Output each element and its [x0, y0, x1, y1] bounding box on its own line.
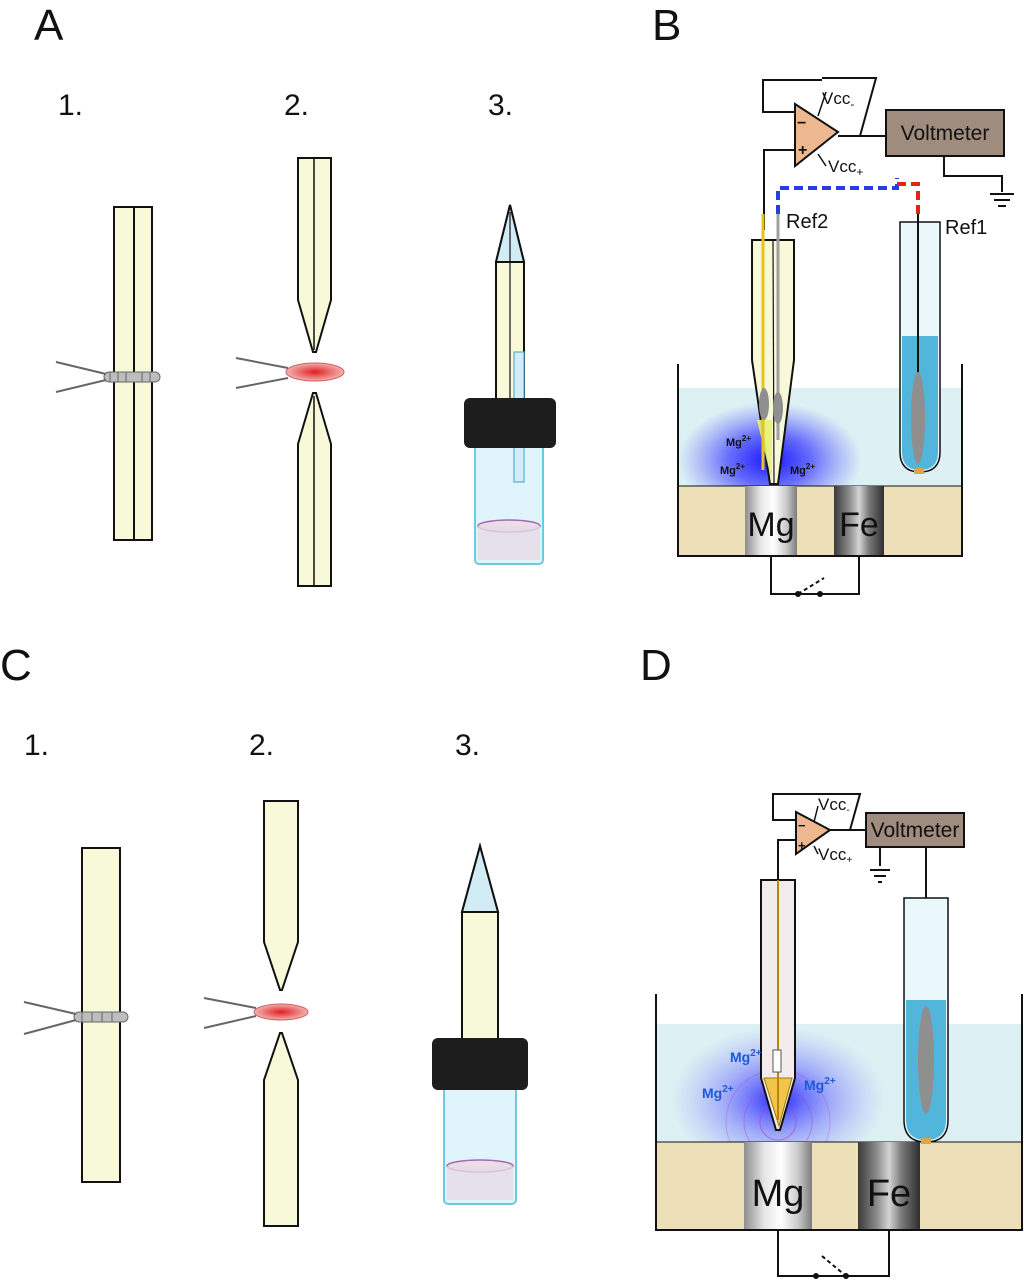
opamp-plus-b: +	[798, 142, 807, 159]
panel-letter-c: C	[0, 641, 32, 690]
heated-coil-c	[203, 997, 309, 1029]
switch-b	[797, 577, 825, 595]
panel-b: B − + Vcc- Vcc+ Voltmeter Ref2 Ref1	[652, 1, 1014, 597]
voltmeter-label-d: Voltmeter	[871, 819, 960, 842]
beaker-b: Mg Fe	[677, 364, 963, 597]
pulled-capillary	[263, 800, 299, 1227]
voltmeter-box-d	[865, 812, 965, 848]
vial-assembly-c	[432, 842, 528, 1205]
step-label-c1: 1.	[24, 729, 49, 762]
reference-tube-d	[903, 897, 949, 1144]
fe-metal-label-b: Fe	[839, 506, 879, 544]
step-label-a2: 2.	[284, 89, 309, 122]
opamp-plus-d: +	[798, 838, 806, 853]
vial-assembly-a	[464, 204, 556, 565]
fe-metal-label-d: Fe	[867, 1173, 911, 1215]
reference-lead-red	[897, 182, 920, 214]
mg-electrode-b	[745, 486, 797, 556]
mg-ion-label-b2: Mg2+	[720, 462, 745, 477]
external-circuit-b	[770, 556, 860, 595]
opamp-d	[795, 810, 832, 856]
vcc-plus-label-d: Vcc+	[818, 845, 852, 866]
opamp-minus-d: −	[798, 818, 806, 833]
opamp-minus-b: −	[797, 115, 806, 132]
reference-lead-blue	[776, 178, 899, 214]
opamp-circuit-d: − + Vcc- Vcc+ Voltmeter	[772, 793, 965, 990]
fe-electrode-d	[858, 1142, 920, 1230]
mg-electrode-d	[744, 1142, 812, 1230]
voltmeter-box-b	[885, 109, 1005, 157]
vcc-plus-label-b: Vcc+	[828, 157, 863, 179]
heating-coil-c	[23, 1001, 129, 1035]
panel-d: D − + Vcc- Vcc+ Voltmeter	[640, 641, 1023, 1279]
voltmeter-label-b: Voltmeter	[901, 122, 990, 145]
external-circuit-d	[777, 1230, 890, 1277]
step-label-a1: 1.	[58, 89, 83, 122]
panel-letter-b: B	[652, 1, 681, 50]
panel-c: C 1. 2. 3.	[0, 641, 528, 1227]
single-barrel-microelectrode-d	[760, 879, 796, 1131]
heating-coil	[55, 361, 161, 393]
mg-ion-label-d1: Mg2+	[730, 1048, 762, 1065]
mg-ion-label-b1: Mg2+	[726, 434, 751, 449]
ref1-label: Ref1	[945, 217, 987, 239]
beaker-d: Mg Fe	[655, 994, 1023, 1279]
pulled-double-capillary	[297, 157, 332, 587]
ref2-label: Ref2	[786, 211, 828, 233]
vcc-minus-label-d: Vcc-	[818, 795, 850, 816]
mg-metal-label-b: Mg	[747, 506, 794, 544]
opamp-b	[794, 102, 840, 169]
vcc-minus-label-b: Vcc-	[822, 89, 854, 111]
step-label-c3: 3.	[455, 729, 480, 762]
switch-d	[821, 1255, 847, 1277]
fe-electrode-b	[834, 486, 884, 556]
mg-metal-label-d: Mg	[752, 1173, 805, 1215]
panel-letter-a: A	[34, 1, 64, 50]
mg-ion-label-d3: Mg2+	[804, 1076, 836, 1093]
panel-a: A 1. 2. 3.	[34, 1, 556, 587]
panel-letter-d: D	[640, 641, 672, 690]
step-label-c2: 2.	[249, 729, 274, 762]
double-barrel-microelectrode-b	[751, 214, 795, 485]
opamp-circuit-b: − + Vcc- Vcc+ Voltmeter	[762, 77, 1014, 230]
step-label-a3: 3.	[488, 89, 513, 122]
reference-tube-b	[899, 214, 941, 474]
mg-ion-label-d2: Mg2+	[702, 1084, 734, 1101]
heated-coil	[235, 357, 345, 389]
mg-ion-label-b3: Mg2+	[790, 462, 815, 477]
